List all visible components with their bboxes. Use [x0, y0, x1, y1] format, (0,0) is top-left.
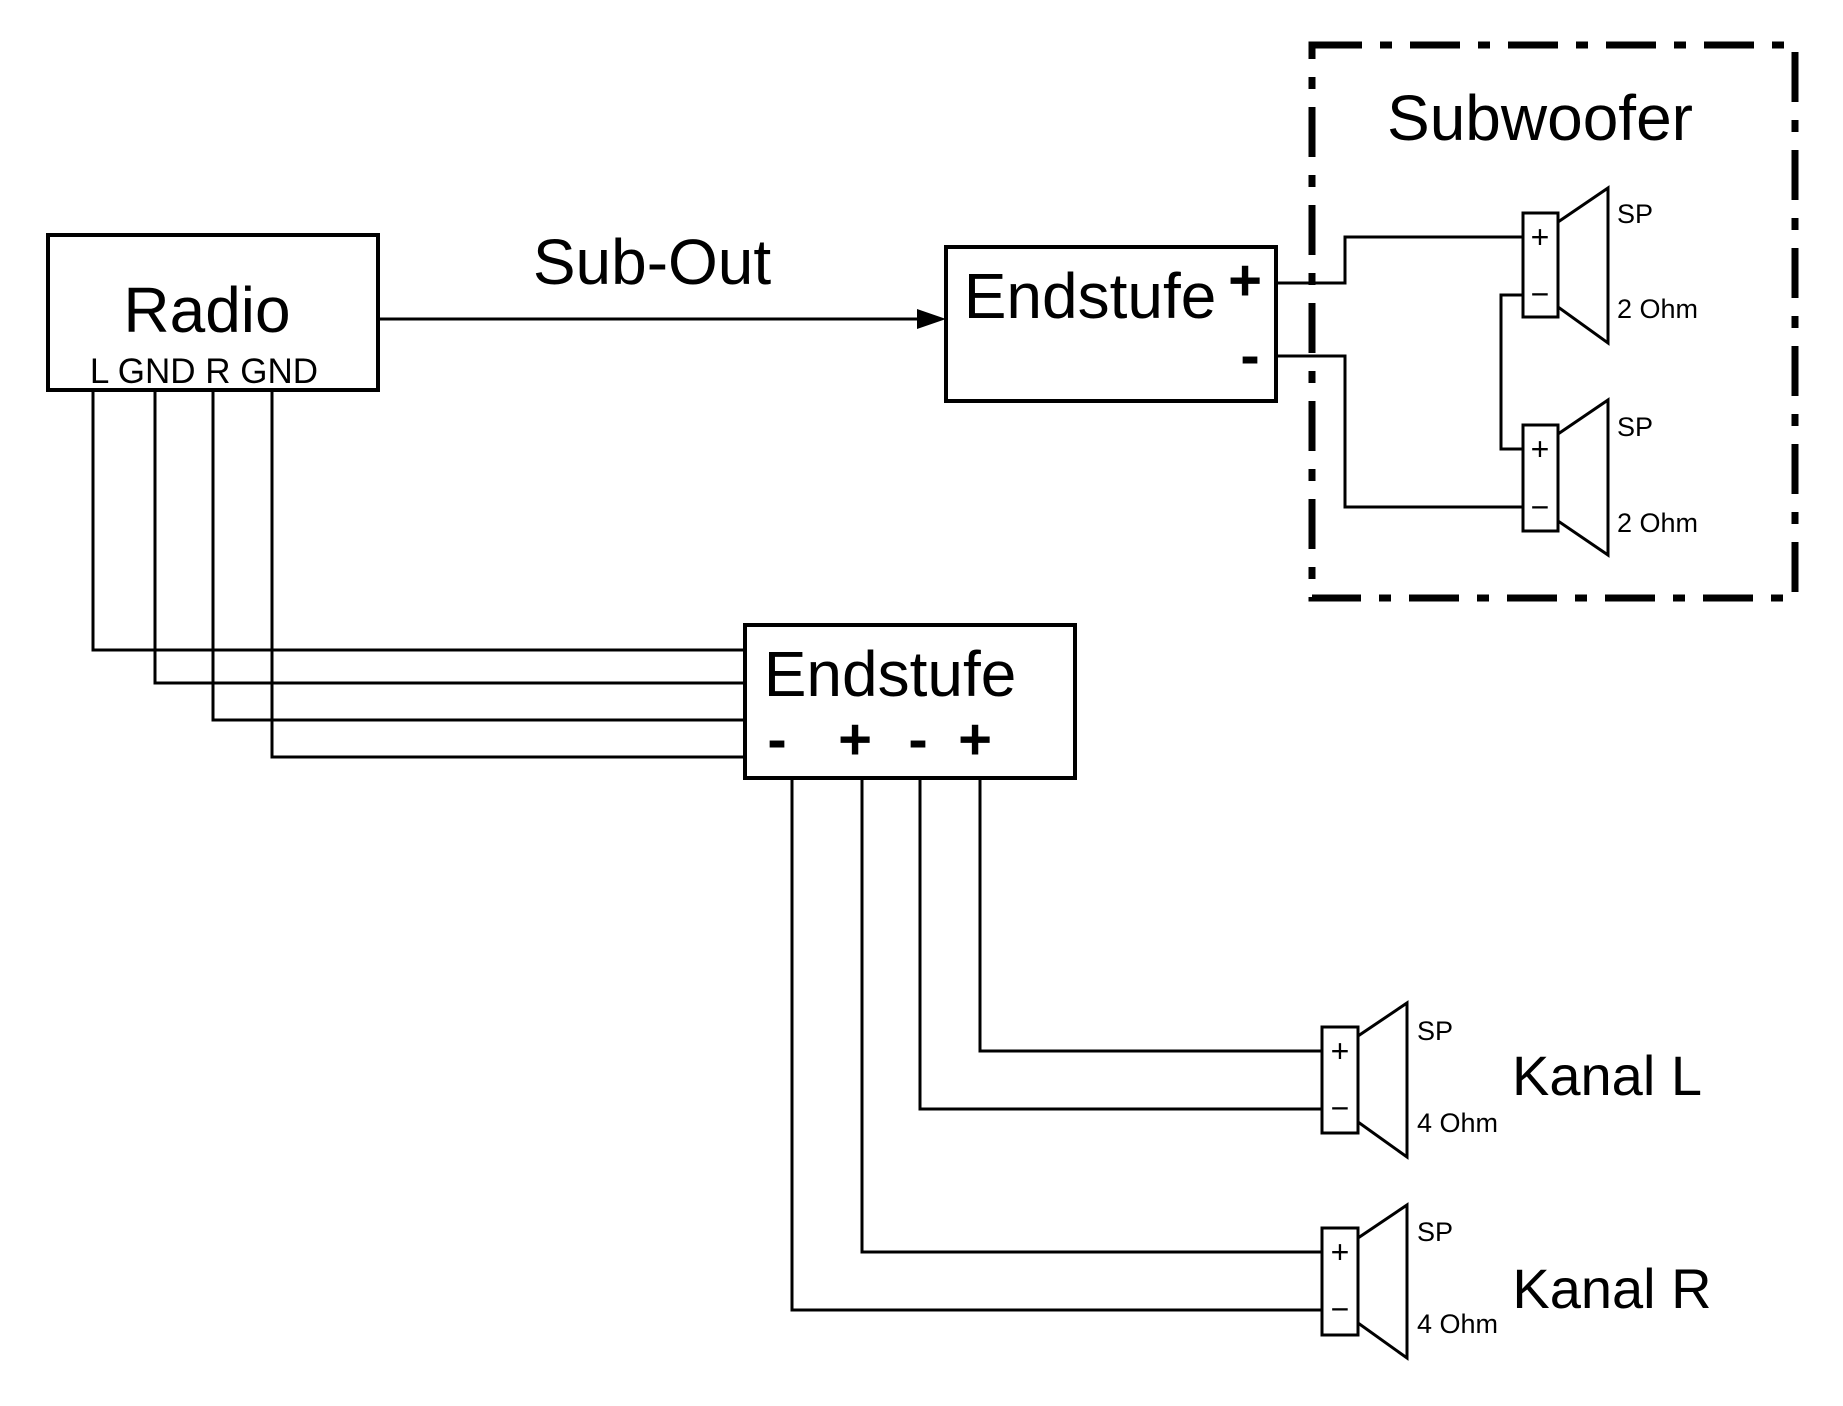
wire-amp-sub-minus: [1276, 354, 1523, 509]
speaker-terminal-block: [1320, 1025, 1360, 1135]
speaker-impedance-label: 2 Ohm: [1617, 508, 1698, 538]
speaker-impedance-label: 2 Ohm: [1617, 294, 1698, 324]
subwoofer-speaker-1: + − SP 2 Ohm: [1521, 185, 1698, 346]
speaker-terminal-block: [1521, 211, 1560, 319]
wire-radio-gnd-2: [270, 390, 745, 759]
wire-kanal-r-plus: [860, 778, 1322, 1254]
speaker-plus-label: +: [1331, 1234, 1350, 1270]
wire-amp-sub-plus: [1276, 235, 1523, 285]
channel-speaker-r: + − SP 4 Ohm Kanal R: [1320, 1202, 1712, 1361]
speaker-horn: [1556, 185, 1610, 346]
sub-out-arrowhead: [917, 309, 946, 329]
speaker-horn: [1356, 1202, 1409, 1361]
amp-main-terminal-1: -: [767, 707, 786, 772]
amp-sub-title: Endstufe: [964, 260, 1217, 332]
amp-main-terminal-2: +: [838, 707, 872, 772]
speaker-plus-label: +: [1331, 1033, 1350, 1069]
amp-main-terminal-3: -: [908, 707, 927, 772]
speaker-sp-label: SP: [1617, 412, 1653, 442]
subwoofer-speaker-2: + − SP 2 Ohm: [1521, 397, 1698, 558]
amp-sub-minus-terminal: -: [1240, 323, 1259, 388]
amp-sub-plus-terminal: +: [1228, 248, 1262, 313]
amp-main-terminal-4: +: [958, 707, 992, 772]
radio-terminals-label: L GND R GND: [90, 352, 318, 391]
wire-kanal-l-plus: [978, 778, 1322, 1053]
speaker-horn: [1556, 397, 1610, 558]
channel-speaker-l: + − SP 4 Ohm Kanal L: [1320, 1000, 1702, 1160]
amp-main-title: Endstufe: [764, 638, 1017, 710]
speaker-impedance-label: 4 Ohm: [1417, 1108, 1498, 1138]
speaker-plus-label: +: [1531, 219, 1550, 255]
speaker-terminal-block: [1521, 423, 1560, 533]
speaker-minus-label: −: [1331, 1291, 1350, 1327]
wire-kanal-l-minus: [918, 778, 1322, 1111]
wire-radio-r: [211, 390, 745, 722]
subwoofer-title: Subwoofer: [1387, 82, 1693, 154]
wire-radio-l: [91, 390, 745, 652]
speaker-sp-label: SP: [1417, 1016, 1453, 1046]
wire-radio-gnd-1: [153, 390, 745, 685]
sub-out-label: Sub-Out: [533, 226, 772, 298]
speaker-impedance-label: 4 Ohm: [1417, 1309, 1498, 1339]
amp-main-box: [743, 623, 1077, 780]
speaker-sp-label: SP: [1417, 1217, 1453, 1247]
wire-speaker-series-link: [1499, 293, 1523, 451]
amp-sub-box: [944, 245, 1278, 403]
wire-kanal-r-minus: [790, 778, 1322, 1312]
speaker-minus-label: −: [1531, 489, 1550, 525]
kanal-l-title: Kanal L: [1512, 1044, 1702, 1107]
speaker-horn: [1356, 1000, 1409, 1160]
speaker-minus-label: −: [1531, 276, 1550, 312]
speaker-terminal-block: [1320, 1226, 1360, 1337]
subwoofer-enclosure-border: [1308, 41, 1799, 602]
speaker-plus-label: +: [1531, 431, 1550, 467]
radio-title: Radio: [123, 274, 290, 346]
kanal-r-title: Kanal R: [1512, 1257, 1711, 1320]
speaker-sp-label: SP: [1617, 199, 1653, 229]
speaker-minus-label: −: [1331, 1090, 1350, 1126]
